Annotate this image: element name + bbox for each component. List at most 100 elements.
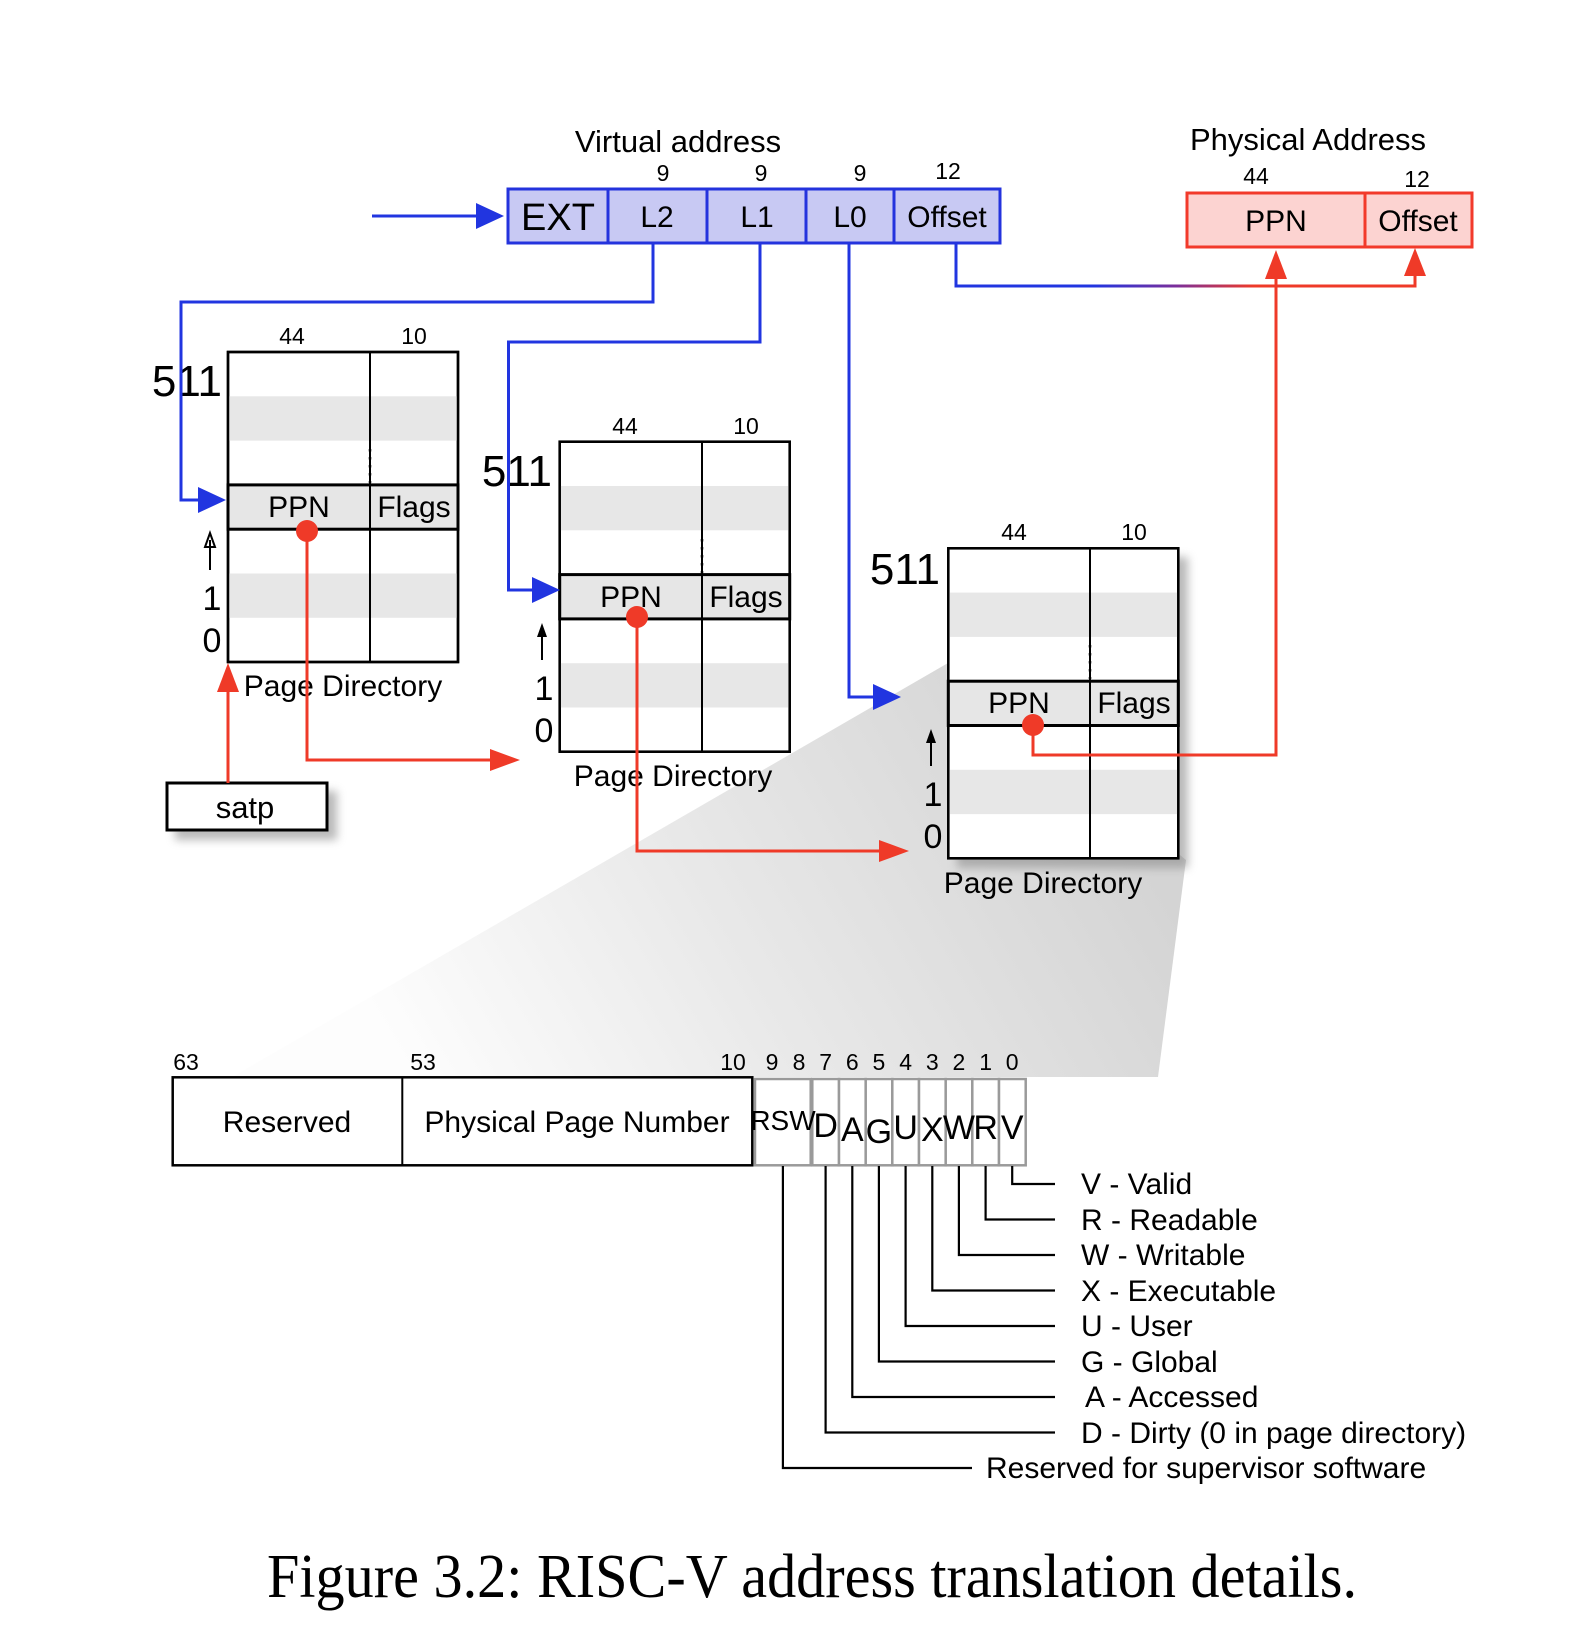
satp-arrow-icon — [217, 663, 239, 692]
pte-ppn-label: Physical Page Number — [424, 1106, 729, 1139]
virtual-address: Virtual address EXT L2 L1 L0 Offset 9 9 … — [372, 124, 1002, 245]
pd2-ppn-connector — [635, 617, 881, 853]
satp-register: satp — [165, 781, 337, 840]
pd2-index-0: 0 — [535, 712, 554, 750]
pte-layout: 63 53 10 9 8 7 6 5 4 3 2 1 0 Reserved Ph… — [171, 1049, 1027, 1167]
legend-line-g — [877, 1166, 1055, 1363]
pte-bit-7: 7 — [819, 1049, 832, 1075]
pd1-entry-flags: Flags — [377, 491, 450, 524]
pte-bit-5: 5 — [873, 1049, 886, 1075]
satp-box — [165, 781, 329, 832]
pd3-border — [947, 547, 1180, 860]
l0-connector — [847, 244, 875, 699]
pte-flag-a: A — [841, 1111, 864, 1149]
pte-bit-4: 4 — [899, 1049, 912, 1075]
pte-flag-g: G — [866, 1113, 892, 1151]
legend-line-d — [824, 1166, 1055, 1434]
va-field-l2: L2 — [640, 201, 673, 234]
pte-bit-10: 10 — [720, 1049, 746, 1075]
va-bits-offset: 12 — [935, 158, 961, 184]
pa-field-offset: Offset — [1378, 205, 1458, 238]
pte-bit-1: 1 — [979, 1049, 992, 1075]
pte-rsw-label: RSW — [750, 1105, 816, 1136]
pd3-entry-flags: Flags — [1097, 687, 1170, 720]
pte-flag-u: U — [893, 1109, 918, 1147]
figure-caption: Figure 3.2: RISC-V address translation d… — [267, 1543, 1357, 1611]
physical-address-title: Physical Address — [1190, 122, 1426, 157]
pd3-stripe — [949, 592, 1178, 637]
va-field-l0: L0 — [833, 201, 866, 234]
virtual-address-title: Virtual address — [575, 124, 781, 159]
pd2-index-511: 511 — [482, 447, 552, 496]
pte-bit-2: 2 — [953, 1049, 966, 1075]
legend-label-rsw: Reserved for supervisor software — [986, 1452, 1426, 1485]
l2-arrow-icon — [198, 487, 226, 513]
pte-flag-w: W — [943, 1109, 975, 1147]
pd3-entry-ppn: PPN — [988, 687, 1050, 720]
va-bits-l2: 9 — [657, 160, 670, 186]
pd1-index-1: 1 — [203, 580, 222, 618]
pd1-stripe — [229, 396, 457, 441]
pd1-entry-ppn: PPN — [268, 491, 330, 524]
legend-line-v — [1011, 1166, 1055, 1186]
pte-main-box — [171, 1076, 754, 1167]
pte-bit-53: 53 — [410, 1049, 436, 1075]
page-directory-2: 44 10 511 PPN Flags 1 0 Page Directory — [482, 413, 792, 793]
pd3-up-arrow-head — [926, 729, 936, 743]
pd2-index-1: 1 — [535, 670, 554, 708]
pd1-caption: Page Directory — [244, 670, 442, 703]
pd3-index-511: 511 — [870, 545, 940, 594]
legend-label-a: A - Accessed — [1085, 1381, 1258, 1414]
l1-arrow-icon — [532, 577, 560, 603]
pd2-bits-ppn: 44 — [612, 413, 638, 439]
pd3-bits-flags: 10 — [1121, 519, 1147, 545]
pte-bit-0: 0 — [1006, 1049, 1019, 1075]
virtual-address-entry-arrow-icon — [476, 203, 504, 229]
l2-connector — [179, 244, 655, 502]
pd1-stripe — [229, 573, 457, 618]
pte-bit-63: 63 — [173, 1049, 199, 1075]
page-directory-3: 44 10 511 PPN Flags 1 0 Page Directory — [870, 519, 1188, 900]
pd2-bits-flags: 10 — [733, 413, 759, 439]
pd3-index-0: 0 — [924, 818, 943, 856]
pte-reserved-label: Reserved — [223, 1106, 351, 1139]
va-field-l1: L1 — [740, 201, 773, 234]
legend-line-x — [931, 1166, 1055, 1292]
va-bits-l0: 9 — [854, 160, 867, 186]
legend-label-u: U - User — [1081, 1310, 1193, 1343]
pa-field-ppn: PPN — [1245, 205, 1307, 238]
legend-label-g: G - Global — [1081, 1346, 1218, 1379]
legend-line-u — [904, 1166, 1055, 1328]
va-bits-l1: 9 — [755, 160, 768, 186]
physical-address-box — [1185, 191, 1474, 249]
pd2-entry-flags: Flags — [709, 581, 782, 614]
va-field-ext: EXT — [521, 197, 595, 239]
pd1-ppn-connector — [305, 531, 492, 762]
pd2-caption: Page Directory — [574, 760, 772, 793]
pd2-up-arrow-head — [537, 623, 547, 637]
va-field-offset: Offset — [907, 201, 987, 234]
pd3-bits-ppn: 44 — [1001, 519, 1027, 545]
pte-legend: V - Valid R - Readable W - Writable X - … — [781, 1166, 1466, 1485]
pte-bit-6: 6 — [846, 1049, 859, 1075]
ppn-connectors — [217, 250, 1287, 862]
pd2-stripe — [560, 663, 789, 708]
pd3-ppn-arrow-icon — [1265, 250, 1287, 279]
legend-line-rsw — [781, 1166, 972, 1470]
virtual-address-box — [506, 187, 1002, 245]
legend-label-x: X - Executable — [1081, 1275, 1276, 1308]
pte-flag-d: D — [813, 1107, 838, 1145]
pd1-index-511: 511 — [152, 357, 222, 406]
pte-flag-v: V — [1001, 1109, 1024, 1147]
offset-arrow-icon — [1404, 248, 1426, 276]
pte-rsw-cell — [753, 1077, 812, 1167]
pd1-index-0: 0 — [203, 622, 222, 660]
index-connectors — [179, 244, 1426, 710]
pa-bits-ppn: 44 — [1243, 163, 1269, 189]
pte-flag-cell-u — [891, 1077, 921, 1167]
pd2-border — [558, 440, 791, 753]
l1-connector — [507, 244, 762, 592]
pd1-bits-ppn: 44 — [279, 323, 305, 349]
legend-line-a — [851, 1166, 1055, 1399]
